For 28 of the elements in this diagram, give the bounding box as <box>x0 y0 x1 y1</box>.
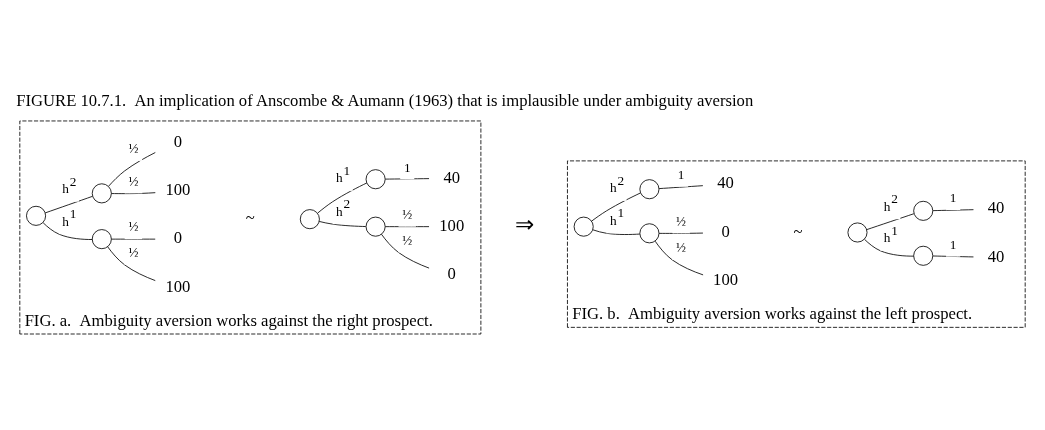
edge-label: ½ <box>128 141 139 157</box>
node-text: 0 <box>447 264 456 284</box>
node-text: 40 <box>987 246 1005 266</box>
node-text: 100 <box>165 180 191 200</box>
node-text: 40 <box>443 167 461 187</box>
label: ⇒ <box>514 211 534 238</box>
node-text: 100 <box>165 276 191 296</box>
node-text: 0 <box>173 131 183 151</box>
node-text: 0 <box>721 221 730 241</box>
edge-label: ½ <box>402 206 413 222</box>
node-text: 100 <box>439 215 465 235</box>
edge-label: 1 <box>949 190 957 206</box>
edge-label: ½ <box>128 245 139 261</box>
node-text: 100 <box>713 269 739 289</box>
edge-label: ½ <box>676 213 687 229</box>
edge-label: 1 <box>949 236 957 252</box>
node-text: 0 <box>173 228 183 248</box>
node-text: 40 <box>717 173 734 193</box>
edge-label: ½ <box>402 232 413 248</box>
label: ~ <box>793 221 803 241</box>
edge-label: ½ <box>128 173 139 189</box>
edge-label: ½ <box>128 219 139 235</box>
label: ~ <box>245 208 255 228</box>
edge-label: ½ <box>676 240 687 256</box>
edge-label: 1 <box>677 167 685 183</box>
diagram-title: FIGURE 10.7.1. An implication of Anscombe & Aumann (1963) that is implausible under ambiguity aversion <box>16 90 754 110</box>
node-text: 40 <box>987 198 1005 218</box>
edge-label: 1 <box>403 159 411 175</box>
